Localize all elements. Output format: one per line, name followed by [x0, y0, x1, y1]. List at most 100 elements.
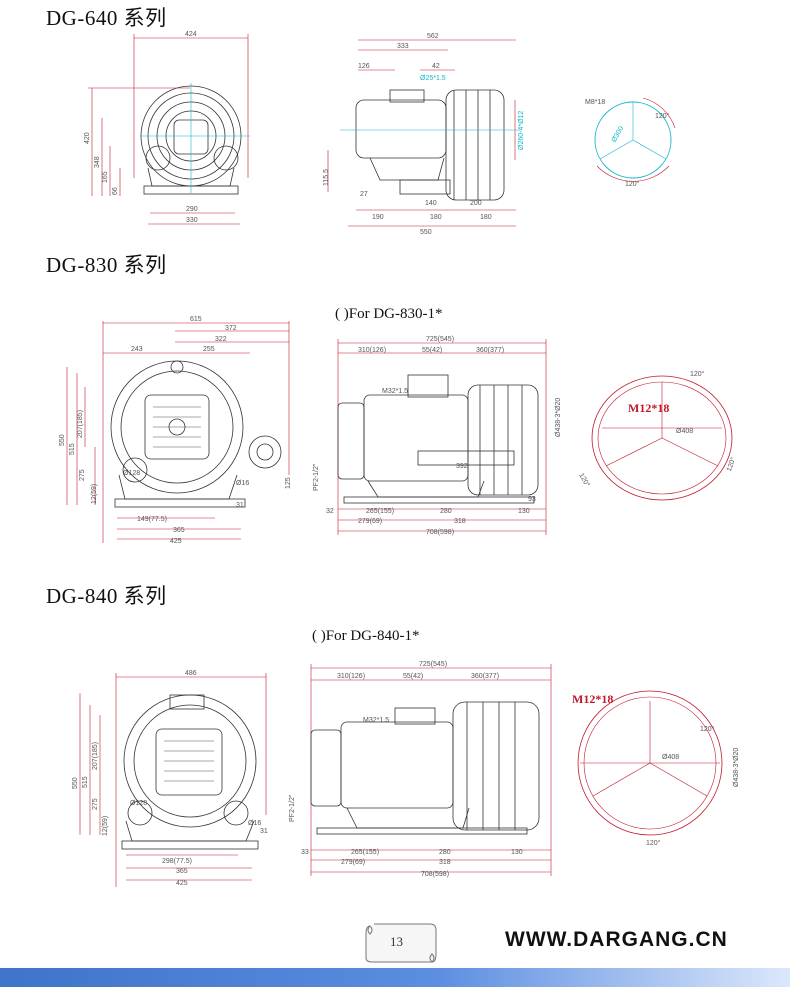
- svg-text:420: 420: [84, 132, 91, 144]
- svg-text:55(42): 55(42): [422, 347, 442, 354]
- svg-text:318: 318: [439, 859, 451, 866]
- svg-text:243: 243: [131, 346, 143, 353]
- dg640-flange-view: M8*18 Ø300 120° 120°: [585, 97, 676, 188]
- svg-text:Ø128: Ø128: [130, 800, 147, 807]
- svg-text:120°: 120°: [700, 725, 715, 733]
- svg-text:333: 333: [397, 43, 409, 50]
- section-title-dg830: DG-830 系列: [46, 253, 167, 277]
- svg-text:550: 550: [420, 229, 432, 235]
- section-title-dg840: DG-840 系列: [46, 584, 167, 608]
- svg-text:Ø438-3*Ø20: Ø438-3*Ø20: [733, 748, 740, 787]
- svg-text:Ø408: Ø408: [676, 428, 693, 435]
- svg-text:424: 424: [185, 31, 197, 38]
- svg-text:615: 615: [190, 316, 202, 323]
- svg-text:Ø128: Ø128: [123, 470, 140, 477]
- svg-text:Ø438-3*Ø20: Ø438-3*Ø20: [555, 398, 562, 437]
- svg-text:360(377): 360(377): [471, 673, 499, 680]
- svg-text:66: 66: [112, 187, 119, 195]
- svg-text:33: 33: [301, 849, 309, 856]
- svg-text:290: 290: [186, 206, 198, 213]
- svg-text:140: 140: [425, 200, 437, 207]
- svg-text:PF2-1/2": PF2-1/2": [313, 463, 320, 491]
- svg-text:708(598): 708(598): [426, 529, 454, 536]
- page-number: 13: [390, 934, 403, 949]
- svg-text:200: 200: [470, 200, 482, 207]
- svg-text:365: 365: [176, 868, 188, 875]
- svg-text:265(155): 265(155): [366, 508, 394, 515]
- svg-text:515: 515: [82, 776, 89, 788]
- svg-text:392: 392: [456, 463, 468, 470]
- dg830-front-view: 615 372 322 243 255 550 515 207(185) 275…: [59, 316, 292, 545]
- svg-text:12(59): 12(59): [102, 816, 109, 836]
- svg-text:Ø408: Ø408: [662, 754, 679, 761]
- svg-text:265(155): 265(155): [351, 849, 379, 856]
- svg-text:120°: 120°: [625, 180, 640, 188]
- section-subtitle-dg830: ( )For DG-830-1*: [335, 306, 443, 322]
- svg-text:31: 31: [260, 828, 268, 835]
- svg-text:M32*1.5: M32*1.5: [363, 717, 389, 724]
- svg-text:Ø25*1.5: Ø25*1.5: [420, 75, 446, 82]
- svg-text:550: 550: [72, 777, 79, 789]
- svg-text:207(185): 207(185): [92, 742, 99, 770]
- svg-text:207(185): 207(185): [77, 410, 84, 438]
- svg-text:M32*1.5: M32*1.5: [382, 388, 408, 395]
- svg-text:93: 93: [528, 496, 536, 503]
- svg-text:120°: 120°: [577, 472, 591, 489]
- svg-text:Ø260-4*Ø12: Ø260-4*Ø12: [518, 111, 525, 150]
- svg-text:165: 165: [102, 171, 109, 183]
- svg-text:330: 330: [186, 217, 198, 224]
- svg-text:298(77.5): 298(77.5): [162, 858, 192, 865]
- svg-text:310(126): 310(126): [337, 673, 365, 680]
- svg-text:27: 27: [360, 191, 368, 198]
- svg-text:275: 275: [79, 469, 86, 481]
- svg-text:190: 190: [372, 214, 384, 221]
- svg-text:115.5: 115.5: [323, 169, 330, 186]
- svg-text:126: 126: [358, 63, 370, 70]
- svg-text:120°: 120°: [725, 456, 738, 473]
- dg840-front-view: 486 550 515 207(185) 275 12(59) Ø128 Ø16…: [72, 670, 268, 887]
- svg-text:PF2-1/2": PF2-1/2": [289, 794, 296, 822]
- footer-gradient-bar: [0, 968, 790, 987]
- website-url[interactable]: WWW.DARGANG.CN: [505, 928, 728, 951]
- dg830-side-view: 725(545) 310(126) 55(42) 360(377) M32*1.…: [313, 336, 562, 536]
- svg-text:725(545): 725(545): [426, 336, 454, 343]
- dg640-front-view: 424 420 348 165 66 290 330: [84, 31, 250, 225]
- svg-text:125: 125: [285, 477, 292, 489]
- svg-text:120°: 120°: [646, 839, 661, 847]
- svg-text:32: 32: [326, 508, 334, 515]
- svg-text:425: 425: [170, 538, 182, 545]
- section-subtitle-dg840: ( )For DG-840-1*: [312, 628, 420, 644]
- dg840-side-view: 725(545) 310(126) 55(42) 360(377) M32*1.…: [289, 661, 552, 878]
- svg-text:425: 425: [176, 880, 188, 887]
- svg-text:279(69): 279(69): [358, 518, 382, 525]
- svg-text:Ø300: Ø300: [611, 125, 626, 143]
- svg-text:149(77.5): 149(77.5): [137, 516, 167, 523]
- svg-text:Ø16: Ø16: [248, 820, 261, 827]
- svg-text:360(377): 360(377): [476, 347, 504, 354]
- svg-text:180: 180: [430, 214, 442, 221]
- svg-text:120°: 120°: [655, 112, 670, 120]
- svg-text:348: 348: [94, 156, 101, 168]
- svg-text:12(59): 12(59): [91, 484, 98, 504]
- dg840-flange-view: M12*18 Ø408 Ø438-3*Ø20 120° 120°: [572, 690, 740, 847]
- svg-text:55(42): 55(42): [403, 673, 423, 680]
- section-title-dg640: DG-640 系列: [46, 6, 167, 30]
- svg-text:515: 515: [69, 443, 76, 455]
- svg-text:Ø16: Ø16: [236, 480, 249, 487]
- svg-text:M8*18: M8*18: [585, 99, 605, 106]
- svg-text:275: 275: [92, 798, 99, 810]
- svg-text:M12*18: M12*18: [628, 401, 669, 415]
- dg830-flange-view: M12*18 Ø408 120° 120° 120°: [577, 370, 738, 501]
- svg-text:725(545): 725(545): [419, 661, 447, 668]
- svg-text:708(598): 708(598): [421, 871, 449, 878]
- svg-text:120°: 120°: [690, 370, 705, 378]
- svg-text:31: 31: [236, 502, 244, 509]
- svg-text:486: 486: [185, 670, 197, 677]
- page-number-scroll: [365, 923, 437, 963]
- svg-text:562: 562: [427, 33, 439, 40]
- svg-text:130: 130: [511, 849, 523, 856]
- svg-text:550: 550: [59, 434, 66, 446]
- svg-text:372: 372: [225, 325, 237, 332]
- svg-text:M12*18: M12*18: [572, 692, 613, 706]
- svg-text:130: 130: [518, 508, 530, 515]
